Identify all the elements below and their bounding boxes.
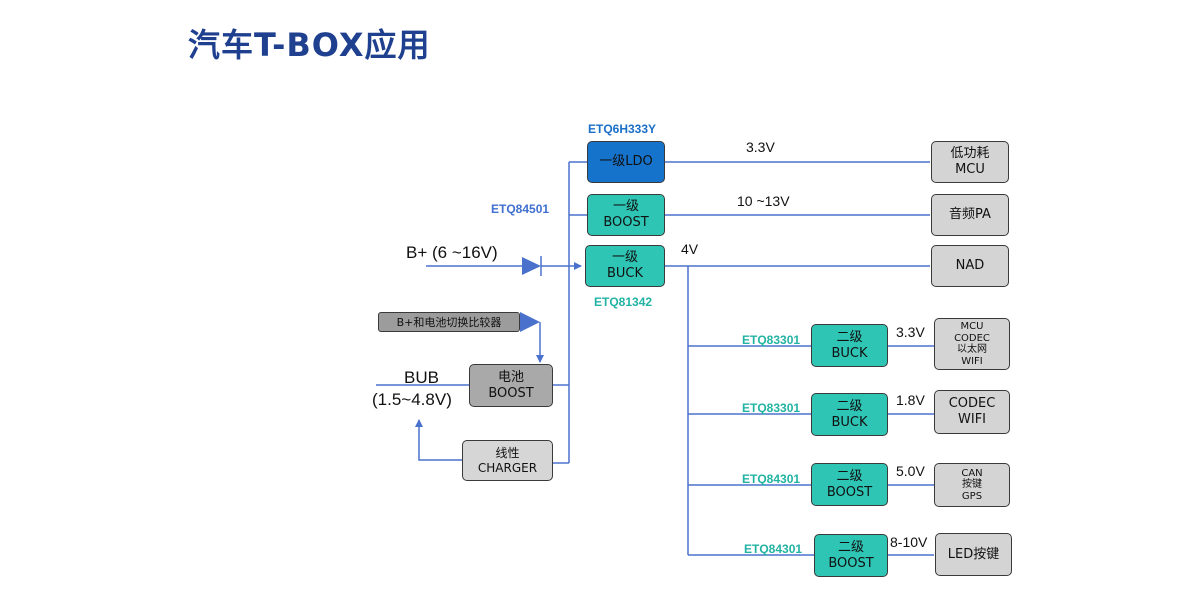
load-led-key: LED按键	[935, 533, 1012, 576]
s2-3-line1: 二级	[836, 468, 863, 484]
s2-1-voltage: 3.3V	[896, 324, 925, 340]
s2-2-block: 二级 BUCK	[811, 393, 888, 436]
ldo-part-number: ETQ6H333Y	[588, 122, 657, 136]
s2-1-line2: BUCK	[831, 345, 868, 361]
s2-1-part-number: ETQ83301	[742, 333, 801, 347]
boost1-voltage: 10 ~13V	[737, 193, 790, 209]
comparator-block: B+和电池切换比较器	[378, 312, 520, 332]
load-nad-label: NAD	[955, 258, 985, 274]
load-s2-1-line1: MCU	[960, 321, 984, 332]
boost1-line2: BOOST	[603, 215, 649, 230]
charger-loop	[415, 419, 462, 461]
boost1-line1: 一级	[612, 199, 639, 215]
s2-2-line2: BUCK	[831, 414, 868, 430]
charger-block: 线性 CHARGER	[462, 440, 553, 481]
buck1-part-number: ETQ81342	[594, 295, 653, 309]
bub-range-label: (1.5~4.8V)	[372, 390, 452, 409]
load-s2-2-line1: CODEC	[948, 396, 996, 412]
boost1-block: 一级 BOOST	[587, 194, 665, 236]
load-audio-pa: 音频PA	[931, 194, 1009, 236]
comparator-label: B+和电池切换比较器	[396, 316, 502, 329]
s2-1-block: 二级 BUCK	[811, 324, 888, 367]
s2-4-voltage: 8-10V	[890, 534, 928, 550]
battery-boost-line1: 电池	[497, 369, 524, 385]
charger-line2: CHARGER	[477, 460, 538, 475]
s2-2-line1: 二级	[836, 398, 863, 414]
s2-3-part-number: ETQ84301	[742, 472, 801, 486]
load-audio-pa-label: 音频PA	[949, 207, 991, 223]
s2-2-voltage: 1.8V	[896, 392, 925, 408]
load-codec-wifi: CODEC WIFI	[934, 390, 1010, 434]
load-s2-1-line2: CODEC	[954, 332, 990, 344]
s2-4-line1: 二级	[837, 539, 864, 555]
load-mcu-codec-eth-wifi: MCU CODEC 以太网 WIFI	[934, 318, 1010, 370]
s2-3-line2: BOOST	[826, 484, 873, 500]
bub-label: BUB	[404, 368, 439, 387]
load-s2-3-line2: 按键	[962, 479, 982, 491]
load-s2-1-line3: 以太网	[957, 344, 987, 355]
s2-4-part-number: ETQ84301	[744, 542, 803, 556]
s2-1-line1: 二级	[836, 329, 863, 345]
page-title: 汽车T-BOX应用	[188, 26, 431, 64]
battery-boost-block: 电池 BOOST	[469, 364, 553, 407]
load-can-key-gps: CAN 按键 GPS	[934, 463, 1010, 507]
ldo-label: 一级LDO	[599, 154, 653, 170]
battery-boost-line2: BOOST	[488, 385, 534, 401]
s2-3-voltage: 5.0V	[896, 463, 925, 479]
charger-line1: 线性	[495, 446, 520, 461]
diode-icon	[522, 257, 541, 275]
buck1-line1: 一级	[611, 250, 638, 266]
comparator-triangle-icon	[520, 312, 540, 332]
ldo-block: 一级LDO	[587, 141, 665, 183]
load-s2-3-line1: CAN	[961, 467, 983, 479]
load-s2-2-line2: WIFI	[958, 412, 986, 427]
load-nad: NAD	[931, 245, 1009, 287]
ldo-voltage: 3.3V	[746, 139, 775, 155]
buck1-block: 一级 BUCK	[585, 245, 665, 287]
s2-4-line2: BOOST	[828, 555, 874, 571]
buck1-voltage: 4V	[681, 241, 699, 257]
buck1-line2: BUCK	[606, 266, 644, 281]
s2-4-block: 二级 BOOST	[814, 534, 888, 577]
load-s2-1-line4: WIFI	[961, 355, 983, 367]
load-s2-4-line1: LED按键	[947, 546, 1000, 562]
load-s2-3-line3: GPS	[961, 490, 983, 502]
load-low-power-mcu-line2: MCU	[955, 162, 985, 177]
boost1-part-number: ETQ84501	[491, 202, 550, 216]
s2-3-block: 二级 BOOST	[811, 463, 888, 506]
load-low-power-mcu: 低功耗 MCU	[931, 141, 1009, 183]
load-low-power-mcu-line1: 低功耗	[950, 146, 990, 162]
s2-2-part-number: ETQ83301	[742, 401, 801, 415]
bplus-label: B+ (6 ~16V)	[406, 243, 498, 262]
